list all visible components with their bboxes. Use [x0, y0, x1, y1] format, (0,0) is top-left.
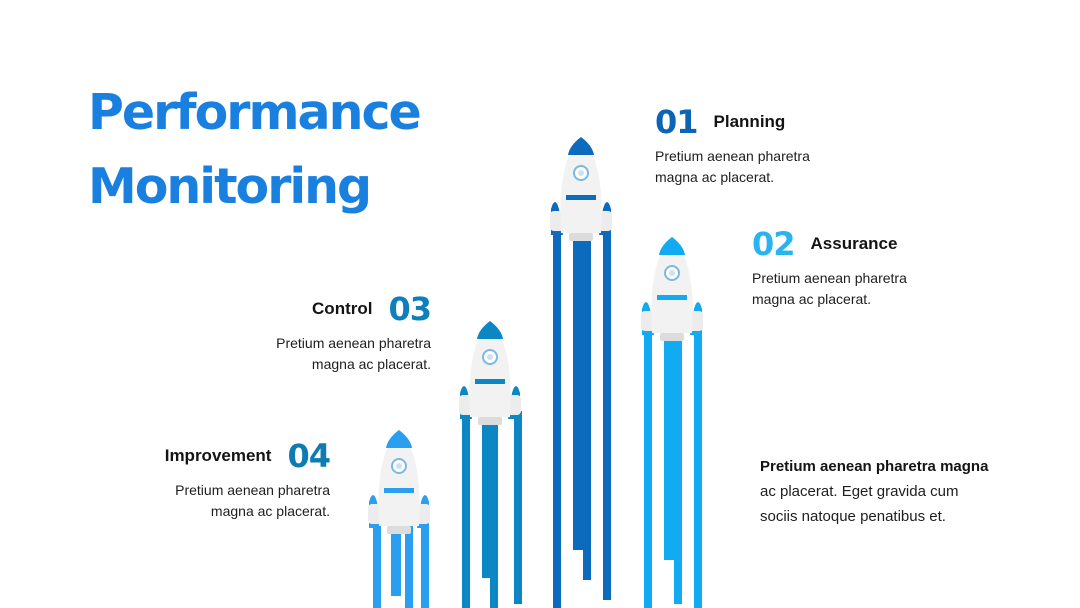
- step-number: 01: [655, 103, 699, 141]
- summary-text: Pretium aenean pharetra magna ac placera…: [760, 454, 1010, 529]
- step-label: Control: [312, 299, 373, 318]
- engine-nozzle: [478, 417, 502, 425]
- nose-cone: [659, 237, 685, 255]
- nose-cone: [568, 137, 594, 155]
- engine-nozzle: [660, 333, 684, 341]
- rocket-body: [378, 430, 420, 526]
- slide-title: Performance Monitoring: [88, 76, 422, 224]
- exhaust-trail: [583, 227, 591, 580]
- rocket-improvement: [368, 430, 430, 608]
- exhaust-trail: [421, 520, 429, 608]
- window-glass: [578, 170, 584, 176]
- nose-cone: [477, 321, 503, 339]
- engine-nozzle: [569, 233, 593, 241]
- step-planning: 01 Planning Pretium aenean pharetra magn…: [655, 102, 810, 188]
- step-control: Control 03 Pretium aenean pharetra magna…: [250, 289, 432, 375]
- exhaust-trail: [603, 227, 611, 600]
- exhaust-trail: [573, 227, 583, 550]
- step-label: Assurance: [810, 234, 898, 253]
- engine-nozzle: [387, 526, 411, 534]
- body-stripe: [384, 488, 414, 493]
- exhaust-trail: [405, 520, 413, 608]
- exhaust-trail: [694, 327, 702, 608]
- step-label: Improvement: [164, 446, 272, 465]
- exhaust-trail: [664, 327, 674, 560]
- exhaust-trail: [391, 520, 401, 596]
- step-description: Pretium aenean pharetra magna ac placera…: [175, 482, 330, 519]
- exhaust-trail: [490, 411, 498, 608]
- step-description: Pretium aenean pharetra magna ac placera…: [276, 335, 431, 372]
- title-line-1: Performance: [88, 84, 422, 141]
- exhaust-trail: [462, 411, 470, 608]
- nose-cone: [386, 430, 412, 448]
- window-glass: [669, 270, 675, 276]
- rocket-assurance: [641, 237, 703, 608]
- exhaust-trail: [644, 327, 652, 608]
- body-stripe: [657, 295, 687, 300]
- summary-line: sociis natoque penatibus et.: [760, 508, 946, 525]
- exhaust-trail: [373, 520, 381, 608]
- rocket-planning: [550, 137, 612, 608]
- window-glass: [396, 463, 402, 469]
- rocket-body: [651, 237, 693, 333]
- step-description: Pretium aenean pharetra magna ac placera…: [655, 148, 810, 185]
- rocket-body: [560, 137, 602, 233]
- title-line-2: Monitoring: [88, 158, 372, 215]
- body-stripe: [475, 379, 505, 384]
- body-stripe: [566, 195, 596, 200]
- exhaust-trail: [514, 411, 522, 604]
- step-improvement: Improvement 04 Pretium aenean pharetra m…: [140, 436, 331, 522]
- summary-line: ac placerat. Eget gravida cum: [760, 483, 959, 500]
- window-glass: [487, 354, 493, 360]
- exhaust-trail: [482, 411, 492, 578]
- step-number: 04: [287, 437, 331, 475]
- step-number: 02: [752, 225, 796, 263]
- step-assurance: 02 Assurance Pretium aenean pharetra mag…: [752, 224, 907, 310]
- exhaust-trail: [674, 327, 682, 604]
- rocket-control: [459, 321, 522, 608]
- rocket-body: [469, 321, 511, 417]
- step-number: 03: [388, 290, 432, 328]
- exhaust-trail: [553, 227, 561, 608]
- step-description: Pretium aenean pharetra magna ac placera…: [752, 270, 907, 307]
- step-label: Planning: [713, 112, 786, 131]
- summary-bold: Pretium aenean pharetra magna: [760, 458, 989, 475]
